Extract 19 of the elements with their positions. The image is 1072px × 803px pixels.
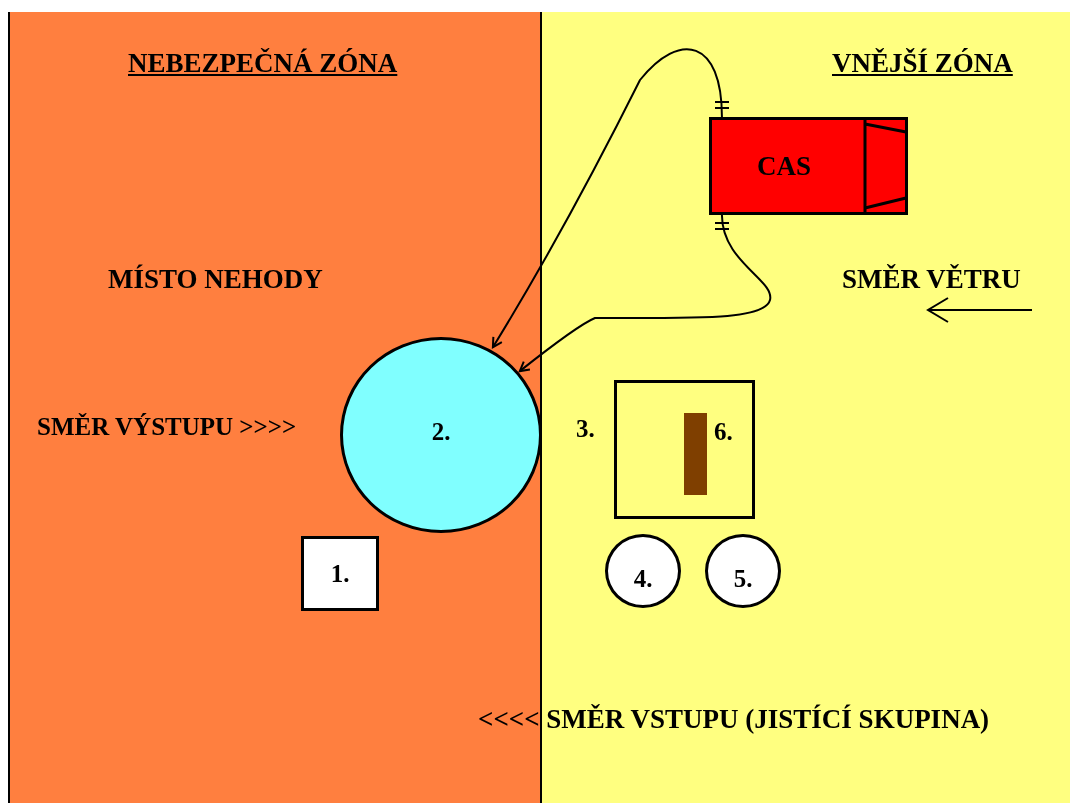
- vehicle-box: CAS: [709, 117, 908, 215]
- hazard-zone-area: [8, 12, 540, 803]
- direction-label: <<<< SMĚR VSTUPU (JISTÍCÍ SKUPINA): [478, 704, 990, 735]
- direction-label: SMĚR VÝSTUPU >>>>: [37, 413, 297, 441]
- number-label: 6.: [714, 418, 733, 446]
- direction-label: SMĚR VĚTRU: [842, 264, 1021, 295]
- numbered-circle: 5.: [705, 534, 781, 608]
- bar-marker: [684, 413, 707, 495]
- zone-heading: VNĚJŠÍ ZÓNA: [832, 48, 1013, 79]
- numbered-box: 1.: [301, 536, 379, 611]
- numbered-circle: 4.: [605, 534, 681, 608]
- hose-line: [518, 214, 772, 373]
- number-label: 3.: [576, 415, 595, 443]
- circle-area: 2.: [340, 337, 542, 533]
- area-label: MÍSTO NEHODY: [108, 264, 323, 295]
- hose-line: [491, 48, 730, 349]
- outer-zone-area: [540, 12, 1070, 803]
- zone-heading: NEBEZPEČNÁ ZÓNA: [128, 48, 398, 79]
- numbered-box: [614, 380, 755, 519]
